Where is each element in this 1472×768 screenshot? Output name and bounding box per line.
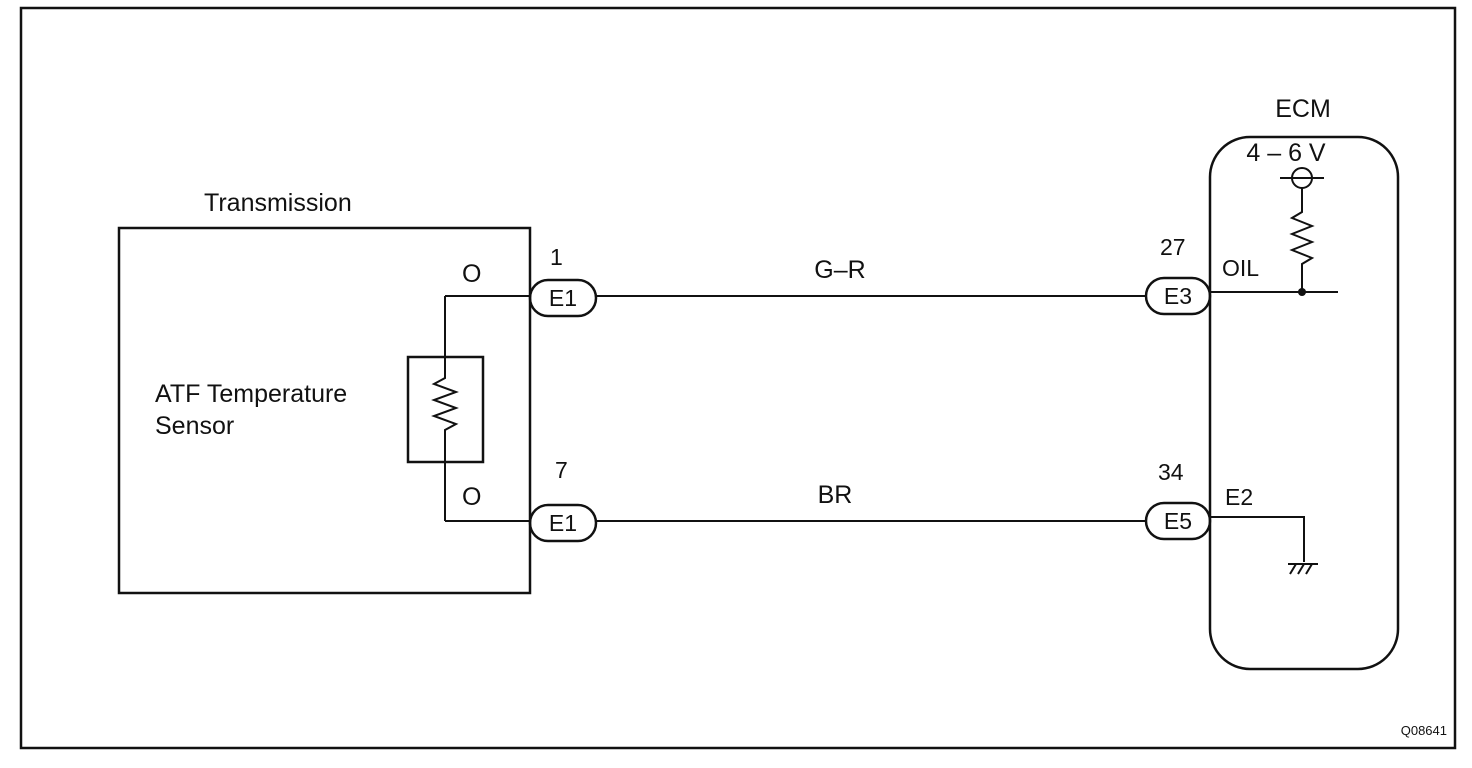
ecm-box	[1208, 135, 1400, 671]
connector-e1-bottom	[528, 503, 598, 543]
connector-e1-bottom-label: E1	[549, 510, 577, 536]
ground-hatch-1	[1289, 563, 1297, 575]
terminal-marker-top: O	[462, 260, 481, 288]
ecm-terminal-oil: OIL	[1222, 255, 1259, 281]
connector-e1-top	[528, 278, 598, 318]
connector-e1-top-label: E1	[549, 285, 577, 311]
figure-id: Q08641	[1401, 723, 1447, 738]
ecm-label: ECM	[1275, 95, 1331, 123]
ecm-terminal-e2: E2	[1225, 484, 1253, 510]
sensor-label-line1: ATF Temperature	[155, 380, 347, 408]
ground-hatch-3	[1305, 563, 1313, 575]
sensor-label-line2: Sensor	[155, 412, 234, 440]
connector-e3-label: E3	[1164, 283, 1192, 309]
pin-number-7: 7	[555, 457, 568, 483]
pin-number-1: 1	[550, 244, 563, 270]
ground-hatch-2	[1297, 563, 1305, 575]
transmission-label: Transmission	[204, 189, 352, 217]
sensor-resistor-icon	[431, 296, 459, 521]
connector-e5-label: E5	[1164, 508, 1192, 534]
pin-number-34: 34	[1158, 459, 1184, 485]
transmission-box	[117, 226, 532, 595]
pin-number-27: 27	[1160, 234, 1186, 260]
ecm-e2-line	[1210, 516, 1305, 562]
diagram-frame	[19, 6, 1457, 750]
voltage-label: 4 – 6 V	[1246, 139, 1326, 167]
wire-color-top: G–R	[814, 256, 865, 284]
wire-color-bottom: BR	[818, 481, 853, 509]
terminal-marker-bottom: O	[462, 483, 481, 511]
pullup-resistor-icon	[1289, 188, 1315, 292]
